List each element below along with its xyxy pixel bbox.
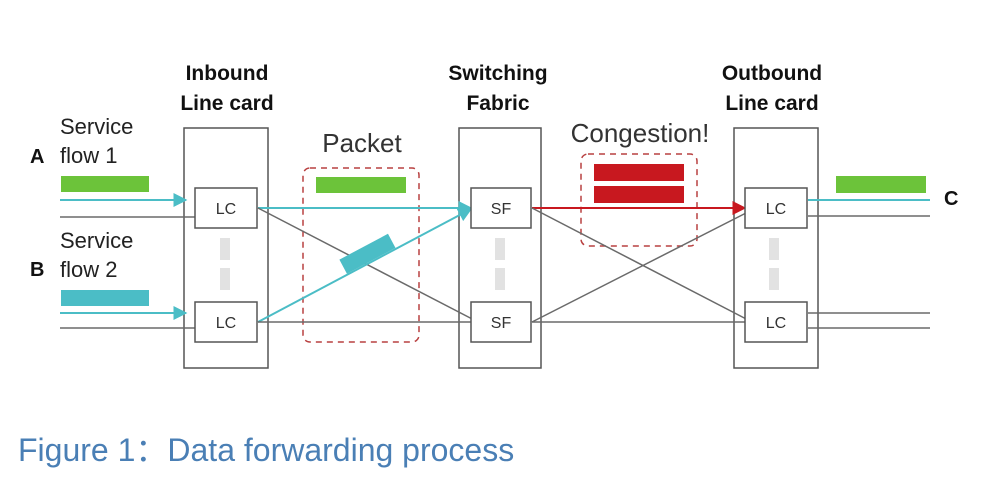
flow-c-packet — [836, 176, 926, 193]
fabric-sf-bottom-label: SF — [491, 315, 512, 332]
outbound-lc-top-label: LC — [766, 201, 786, 218]
connection-sf2-lc1 — [531, 211, 749, 323]
outbound-card-frame — [733, 127, 819, 369]
packet-in-transit-green — [316, 177, 406, 193]
connection-lc2-sf1 — [257, 208, 473, 323]
outbound-separator-1 — [769, 238, 779, 260]
endpoint-c: C — [944, 188, 958, 210]
outbound-lc-bottom-label: LC — [766, 315, 786, 332]
packet-annotation: Packet — [322, 128, 402, 158]
fabric-title-line1: Switching — [448, 62, 547, 85]
flow-a-label-line2: flow 1 — [60, 143, 117, 168]
congestion-packet-2 — [594, 186, 684, 203]
inbound-separator-1 — [220, 238, 230, 260]
inbound-card-frame — [183, 127, 269, 369]
fabric-frame — [458, 127, 542, 369]
fabric-separator-2 — [495, 268, 505, 290]
outbound-lc-top-box — [744, 187, 808, 229]
inbound-lc-bottom-box — [194, 301, 258, 343]
congestion-highlight-box — [580, 153, 698, 247]
outbound-lc-bottom-box — [744, 301, 808, 343]
congestion-annotation: Congestion! — [571, 118, 710, 148]
flow-b-label-line1: Service — [60, 228, 133, 253]
figure-caption: Figure 1：Data forwarding process — [18, 432, 514, 468]
flow-b-packet — [61, 290, 149, 306]
inbound-separator-2 — [220, 268, 230, 290]
flow-a-packet — [61, 176, 149, 192]
fabric-title-line2: Fabric — [466, 92, 529, 115]
congestion-packet-1 — [594, 164, 684, 181]
inbound-title-line1: Inbound — [186, 62, 269, 85]
flow-b-label-line2: flow 2 — [60, 257, 117, 282]
packet-in-transit-cyan — [339, 233, 396, 274]
connection-lc1-sf2 — [257, 207, 479, 323]
fabric-sf-top-label: SF — [491, 201, 512, 218]
endpoint-a: A — [30, 146, 44, 168]
packet-highlight-box — [302, 167, 420, 343]
inbound-title-line2: Line card — [180, 92, 273, 115]
inbound-lc-top-label: LC — [216, 201, 236, 218]
outbound-separator-2 — [769, 268, 779, 290]
fabric-separator-1 — [495, 238, 505, 260]
fabric-sf-bottom-box — [470, 301, 532, 343]
fabric-sf-top-box — [470, 187, 532, 229]
endpoint-b: B — [30, 259, 44, 281]
flow-a-label-line1: Service — [60, 114, 133, 139]
inbound-lc-bottom-label: LC — [216, 315, 236, 332]
outbound-title-line2: Line card — [725, 92, 818, 115]
inbound-lc-top-box — [194, 187, 258, 229]
outbound-title-line1: Outbound — [722, 62, 822, 85]
connection-sf1-lc2 — [531, 207, 753, 323]
